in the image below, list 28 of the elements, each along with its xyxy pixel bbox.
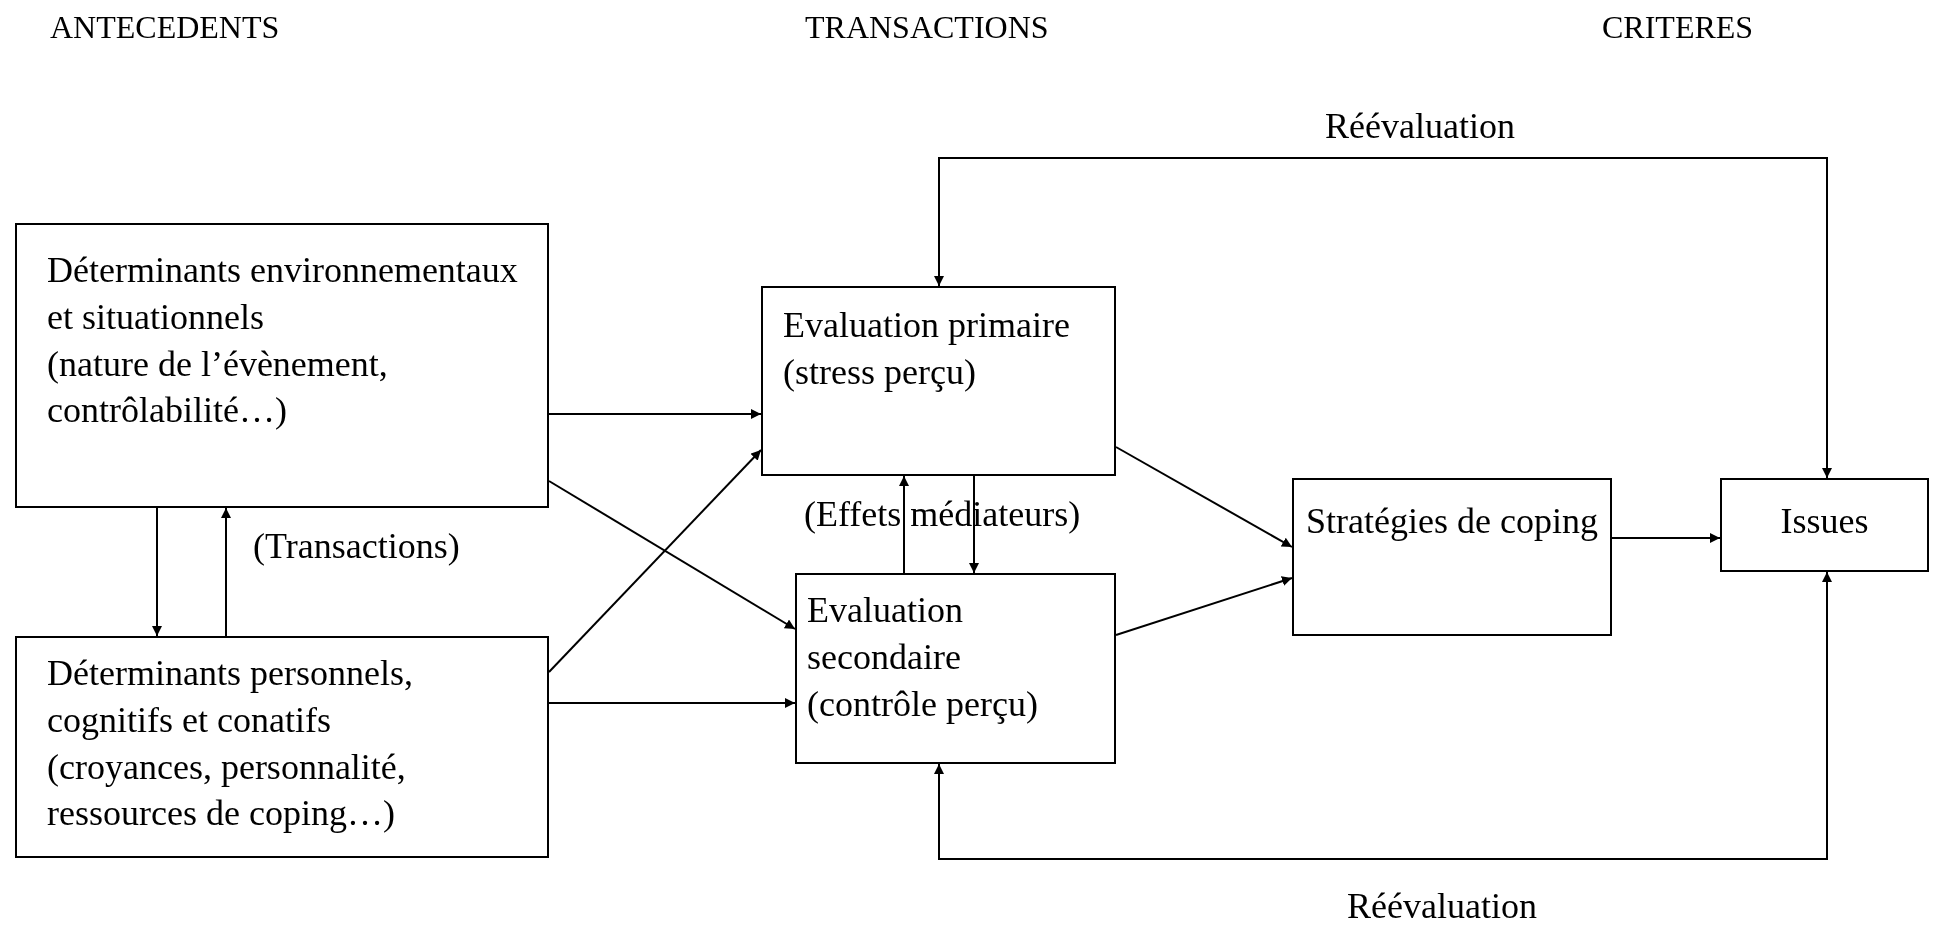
process-box (15, 636, 549, 858)
box-text: Evaluation secondaire (807, 589, 964, 679)
box-text: Déterminants personnels, cognitifs et conatifs (47, 652, 414, 742)
arrow (934, 157, 1832, 479)
arrow (152, 507, 162, 637)
arrow (548, 698, 796, 708)
process-box (1720, 478, 1929, 572)
arrow (548, 480, 796, 630)
arrow (221, 507, 231, 637)
arrow (1115, 576, 1293, 636)
box-text: (contrôle perçu) (807, 682, 1039, 726)
box-text: Déterminants environnementaux et situationnels (47, 249, 519, 339)
arrow (899, 475, 909, 574)
arrow (548, 409, 762, 419)
process-box (15, 223, 549, 508)
arrow (1115, 446, 1293, 548)
arrow (934, 571, 1832, 860)
box-text: (nature de l’évènement, contrôlabilité…) (47, 342, 389, 433)
box-text: (croyances, personnalité, ressources de coping…) (47, 745, 407, 836)
process-box (1292, 478, 1612, 636)
box-text: Stratégies de coping (1305, 500, 1599, 543)
arrow (1611, 533, 1721, 543)
arrow (548, 449, 762, 673)
process-box (761, 286, 1116, 476)
box-text: Issues (1779, 500, 1870, 543)
process-box (795, 573, 1116, 764)
box-text: Evaluation primaire (783, 304, 1071, 347)
box-text: (stress perçu) (783, 350, 977, 394)
